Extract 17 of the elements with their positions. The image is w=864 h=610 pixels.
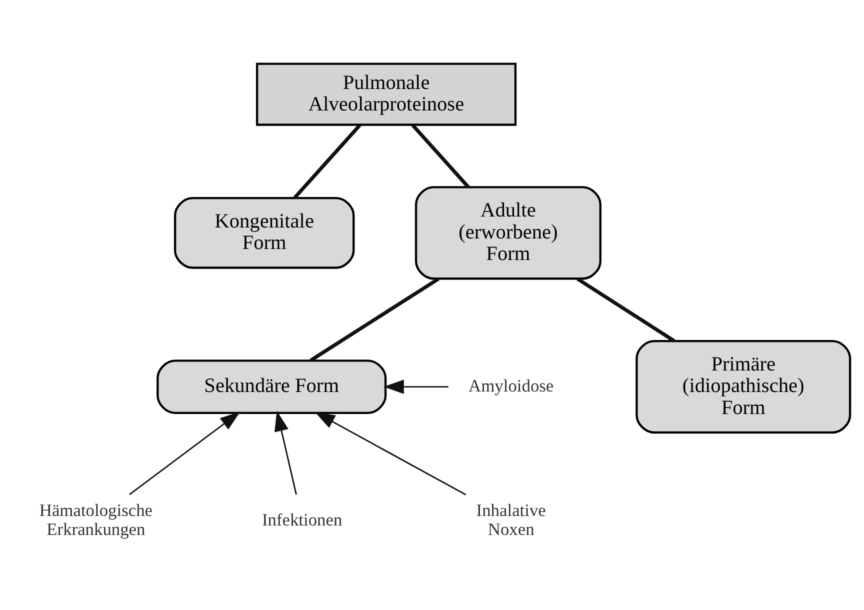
node-text: Amyloidose [468,374,554,395]
node-box: Kongenitale Form [174,196,355,268]
arrow [384,379,448,394]
arrow [314,411,466,495]
arrow [129,411,240,495]
node-box: Sekundäre Form [156,359,387,414]
connector [411,123,470,188]
node-box: Primäre (idiopathische) Form [636,339,852,434]
node-box: Adulte (erworbene) Form [414,186,602,280]
node-box: Pulmonale Alveolarproteinose [256,62,517,126]
connector [576,276,676,342]
connector [310,276,440,362]
node-text: Hämatologische Erkrankungen [39,500,153,538]
node-text: Infektionen [262,509,342,530]
node-text: Inhalative Noxen [476,500,546,538]
arrow [274,410,297,494]
connector [293,123,362,198]
